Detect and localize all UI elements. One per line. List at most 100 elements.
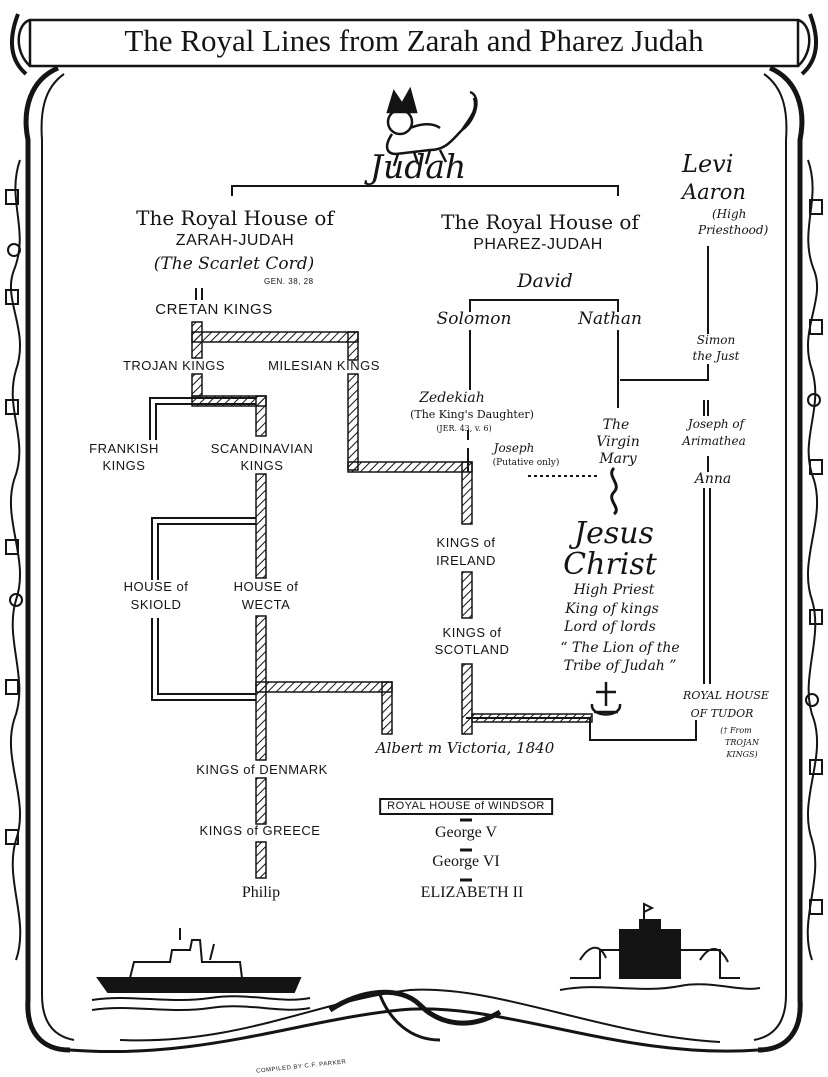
- zarah-house-line1: The Royal House of: [136, 206, 334, 230]
- succession-marks: [460, 818, 472, 882]
- joseph-arimathea-line1: Joseph of: [687, 417, 745, 431]
- anna-tudor-line: [703, 488, 711, 684]
- ireland-scotland: [461, 571, 473, 619]
- virgin-mary-line2: Virgin: [596, 434, 640, 450]
- denmark-greece: [255, 777, 267, 825]
- frankish-kings-line2: KINGS: [102, 458, 146, 473]
- jeremiah-ref: (JER. 43, v. 6): [436, 424, 492, 433]
- christ-label: Christ: [563, 547, 657, 582]
- pharez-house-line2: PHAREZ-JUDAH: [473, 236, 603, 253]
- scand-drop: [255, 395, 267, 437]
- house-wecta-line2: WECTA: [241, 597, 291, 612]
- scand-wecta: [255, 473, 267, 579]
- trojan-drop: [191, 373, 203, 397]
- cross-crown-icon: [590, 682, 622, 716]
- house-tudor-line2: OF TUDOR: [690, 707, 754, 720]
- border-ornaments: [5, 159, 823, 961]
- kings-ireland-line1: KINGS of: [436, 535, 496, 550]
- castle-vignette: [559, 902, 761, 991]
- simon-line2: the Just: [692, 349, 740, 363]
- levi-label: Levi: [682, 150, 734, 178]
- virgin-mary-line1: The: [602, 417, 630, 433]
- tudor-note-line1: († From: [720, 726, 752, 735]
- joseph-label: Joseph: [493, 441, 535, 455]
- albert-drop: [381, 681, 393, 735]
- lion-emblem: [385, 86, 478, 167]
- zarah-cretan-link: [195, 288, 203, 300]
- high-priesthood-line1: (High: [712, 207, 747, 221]
- arimathea-line: [703, 400, 709, 416]
- trojan-scand-bar: [191, 395, 267, 407]
- judah-label: Judah: [369, 147, 467, 186]
- david-bracket: [469, 299, 619, 312]
- frankish-kings-line1: FRANKISH: [89, 441, 159, 456]
- tudor-bar: [471, 713, 593, 723]
- bottom-scroll: [69, 988, 759, 1054]
- kings-daughter-label: (The King's Daughter): [410, 408, 534, 421]
- house-wecta-line1: HOUSE of: [233, 579, 299, 594]
- lion-of-judah-line1: “ The Lion of the: [560, 640, 680, 656]
- elizabeth-ii-label: ELIZABETH II: [420, 884, 524, 901]
- scarlet-cord-label: (The Scarlet Cord): [153, 254, 315, 274]
- aaron-label: Aaron: [682, 180, 746, 204]
- anna-label: Anna: [694, 471, 732, 487]
- george-v-label: George V: [434, 824, 498, 841]
- scandinavian-kings-line2: KINGS: [240, 458, 284, 473]
- milesian-drop: [347, 331, 359, 361]
- cretan-kings-label: CRETAN KINGS: [155, 301, 273, 318]
- lion-of-judah-line2: Tribe of Judah ”: [563, 658, 677, 674]
- albert-victoria-label: Albert m Victoria, 1840: [375, 739, 555, 757]
- jesus-label: Jesus: [574, 516, 654, 551]
- simon-line: [620, 364, 709, 381]
- skiold-frame: [151, 517, 256, 580]
- scotland-albert: [461, 663, 473, 735]
- tudor-note-line3: KINGS): [726, 750, 758, 759]
- high-priesthood-line2: Priesthood): [698, 223, 769, 237]
- george-vi-label: George VI: [432, 853, 500, 870]
- trojan-kings-label: TROJAN KINGS: [122, 358, 226, 373]
- kings-greece-label: KINGS of GREECE: [199, 823, 321, 838]
- solomon-label: Solomon: [436, 309, 512, 329]
- hatched-lines: [191, 321, 593, 879]
- kings-ireland-line2: IRELAND: [436, 553, 496, 568]
- judah-bracket: [231, 185, 619, 196]
- cretan-milesian-bar: [191, 331, 359, 343]
- pharez-house-line1: The Royal House of: [441, 210, 639, 234]
- ireland-spine: [461, 461, 473, 525]
- zedekiah-label: Zedekiah: [419, 390, 485, 406]
- wecta-albert-bar: [255, 681, 393, 693]
- nathan-label: Nathan: [578, 309, 642, 329]
- virgin-jesus-line: [610, 466, 618, 516]
- house-skiold-line1: HOUSE of: [123, 579, 189, 594]
- kings-denmark-label: KINGS of DENMARK: [196, 762, 328, 777]
- greece-philip: [255, 841, 267, 879]
- border-scrolls: [23, 65, 805, 1053]
- king-of-kings-label: King of kings: [565, 601, 659, 617]
- house-skiold-line2: SKIOLD: [130, 597, 182, 612]
- page-title: The Royal Lines from Zarah and Pharez Ju…: [124, 23, 704, 58]
- scandinavian-kings-line1: SCANDINAVIAN: [210, 441, 314, 456]
- joseph-arimathea-line2: Arimathea: [682, 434, 746, 448]
- kings-scotland-line1: KINGS of: [442, 625, 502, 640]
- simon-line1: Simon: [696, 333, 736, 347]
- kings-scotland-line2: SCOTLAND: [434, 642, 510, 657]
- title-scroll: [9, 13, 819, 76]
- windsor-house-label: ROYAL HOUSE of WINDSOR: [379, 798, 553, 815]
- lord-of-lords-label: Lord of lords: [564, 619, 656, 635]
- genesis-ref: GEN. 38, 28: [264, 277, 314, 286]
- zarah-house-line2: ZARAH-JUDAH: [175, 232, 295, 249]
- virgin-mary-line3: Mary: [599, 451, 637, 467]
- tudor-note-line2: TROJAN: [725, 738, 759, 747]
- philip-label: Philip: [241, 884, 281, 901]
- milesian-down: [347, 373, 359, 471]
- battleship-vignette: [91, 928, 311, 1011]
- skiold-lower: [151, 618, 256, 701]
- high-priest-label: High Priest: [573, 582, 655, 598]
- milesian-kings-label: MILESIAN KINGS: [268, 358, 380, 373]
- milesian-ireland-bar: [347, 461, 473, 473]
- david-label: David: [517, 270, 573, 292]
- house-tudor-line1: ROYAL HOUSE: [683, 689, 769, 702]
- putative-label: (Putative only): [492, 458, 560, 468]
